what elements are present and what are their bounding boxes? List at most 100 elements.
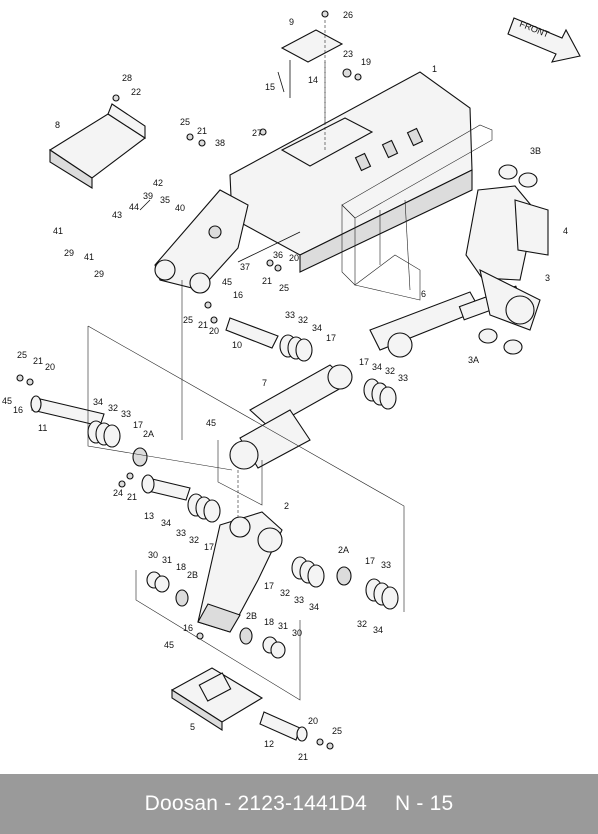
part-callout-1: 1 — [432, 64, 437, 74]
part-callout-3a: 3A — [468, 355, 479, 365]
part-callout-42: 42 — [153, 178, 163, 188]
part-callout-20: 20 — [209, 326, 219, 336]
part-callout-37: 37 — [240, 262, 250, 272]
part-callout-3: 3 — [545, 273, 550, 283]
part-callout-25: 25 — [183, 315, 193, 325]
part-callout-33: 33 — [381, 560, 391, 570]
part-callout-16: 16 — [183, 623, 193, 633]
part-callout-33: 33 — [398, 373, 408, 383]
part-callout-16: 16 — [233, 290, 243, 300]
part-callout-11: 11 — [38, 423, 47, 433]
part-callout-29: 29 — [94, 269, 104, 279]
part-callout-45: 45 — [206, 418, 216, 428]
part-callout-26: 26 — [343, 10, 353, 20]
footer-text: Doosan - 2123-1441D4 N - 15 — [145, 792, 454, 816]
part-callout-34: 34 — [312, 323, 322, 333]
part-callout-35: 35 — [160, 195, 170, 205]
part-callout-31: 31 — [162, 555, 172, 565]
bracket-3 — [465, 185, 541, 331]
part-callout-15: 15 — [265, 82, 275, 92]
part-callout-45: 45 — [2, 396, 12, 406]
part-callout-21: 21 — [198, 320, 208, 330]
part-callout-38: 38 — [215, 138, 225, 148]
part-callout-34: 34 — [161, 518, 171, 528]
part-callout-20: 20 — [45, 362, 55, 372]
part-callout-25: 25 — [17, 350, 27, 360]
part-callout-45: 45 — [164, 640, 174, 650]
part-callout-2: 2 — [284, 501, 289, 511]
part-callout-45: 45 — [222, 277, 232, 287]
part-callout-17: 17 — [359, 357, 369, 367]
part-callout-20: 20 — [289, 253, 299, 263]
part-callout-32: 32 — [189, 535, 199, 545]
part-callout-12: 12 — [264, 739, 274, 749]
part-callout-41: 41 — [53, 226, 63, 236]
plate-4 — [514, 199, 549, 256]
part-callout-33: 33 — [176, 528, 186, 538]
footer-separator: - — [224, 792, 232, 815]
callout-labels: 26 9 23 19 1 14 15 28 22 8 25 21 27 38 3… — [2, 10, 568, 762]
part-callout-32: 32 — [108, 403, 118, 413]
part-callout-17: 17 — [133, 420, 143, 430]
base-plate-5 — [170, 667, 264, 732]
part-callout-32: 32 — [357, 619, 367, 629]
part-callout-36: 36 — [273, 250, 283, 260]
exploded-parts-diagram: FRONT — [2, 10, 581, 762]
part-callout-5: 5 — [190, 722, 195, 732]
part-callout-2a: 2A — [143, 429, 154, 439]
part-callout-2b: 2B — [187, 570, 198, 580]
part-callout-30: 30 — [292, 628, 302, 638]
part-callout-16: 16 — [13, 405, 23, 415]
part-callout-40: 40 — [175, 203, 185, 213]
part-callout-18: 18 — [176, 562, 186, 572]
footer-bar: Doosan - 2123-1441D4 N - 15 — [0, 774, 598, 834]
footer-page-number: N - 15 — [394, 792, 454, 815]
part-callout-14: 14 — [308, 75, 318, 85]
part-callout-41: 41 — [84, 252, 94, 262]
part-callout-27: 27 — [252, 128, 262, 138]
part-callout-32: 32 — [298, 315, 308, 325]
part-callout-29: 29 — [64, 248, 74, 258]
support-frame-2 — [197, 511, 283, 633]
cylinder-7 — [229, 364, 353, 470]
swing-bracket — [154, 189, 249, 294]
part-callout-34: 34 — [373, 625, 383, 635]
main-frame-1 — [229, 71, 493, 301]
bushings-3b — [498, 164, 538, 188]
part-callout-13: 13 — [144, 511, 154, 521]
part-callout-33: 33 — [121, 409, 131, 419]
part-callout-20: 20 — [308, 716, 318, 726]
part-callout-33: 33 — [294, 595, 304, 605]
part-callout-34: 34 — [372, 362, 382, 372]
fasteners — [16, 10, 362, 750]
part-callout-21: 21 — [33, 356, 43, 366]
assembly-outlines — [87, 62, 405, 701]
part-callout-7: 7 — [262, 378, 267, 388]
part-callout-34: 34 — [93, 397, 103, 407]
part-callout-34: 34 — [309, 602, 319, 612]
pin-10 — [225, 317, 279, 349]
part-callout-10: 10 — [232, 340, 242, 350]
part-callout-32: 32 — [385, 366, 395, 376]
part-callout-17: 17 — [204, 542, 214, 552]
part-callout-8: 8 — [55, 120, 60, 130]
pin-13 — [141, 474, 191, 501]
part-callout-32: 32 — [280, 588, 290, 598]
part-callout-4: 4 — [563, 226, 568, 236]
front-arrow-icon: FRONT — [507, 17, 581, 63]
part-callout-31: 31 — [278, 621, 288, 631]
part-callout-17: 17 — [365, 556, 375, 566]
part-callout-17: 17 — [326, 333, 336, 343]
diagram-canvas: FRONT — [2, 10, 581, 762]
part-callout-2b: 2B — [246, 611, 257, 621]
footer-part-number: 2123-1441D4 — [237, 792, 367, 815]
part-callout-28: 28 — [122, 73, 132, 83]
part-callout-44: 44 — [129, 202, 139, 212]
bushings-3a — [478, 328, 523, 355]
part-callout-6: 6 — [421, 289, 426, 299]
part-callout-25: 25 — [279, 283, 289, 293]
footer-brand: Doosan — [144, 792, 219, 815]
hood-bracket-8 — [48, 103, 146, 189]
part-callout-33: 33 — [285, 310, 295, 320]
part-callout-30: 30 — [148, 550, 158, 560]
